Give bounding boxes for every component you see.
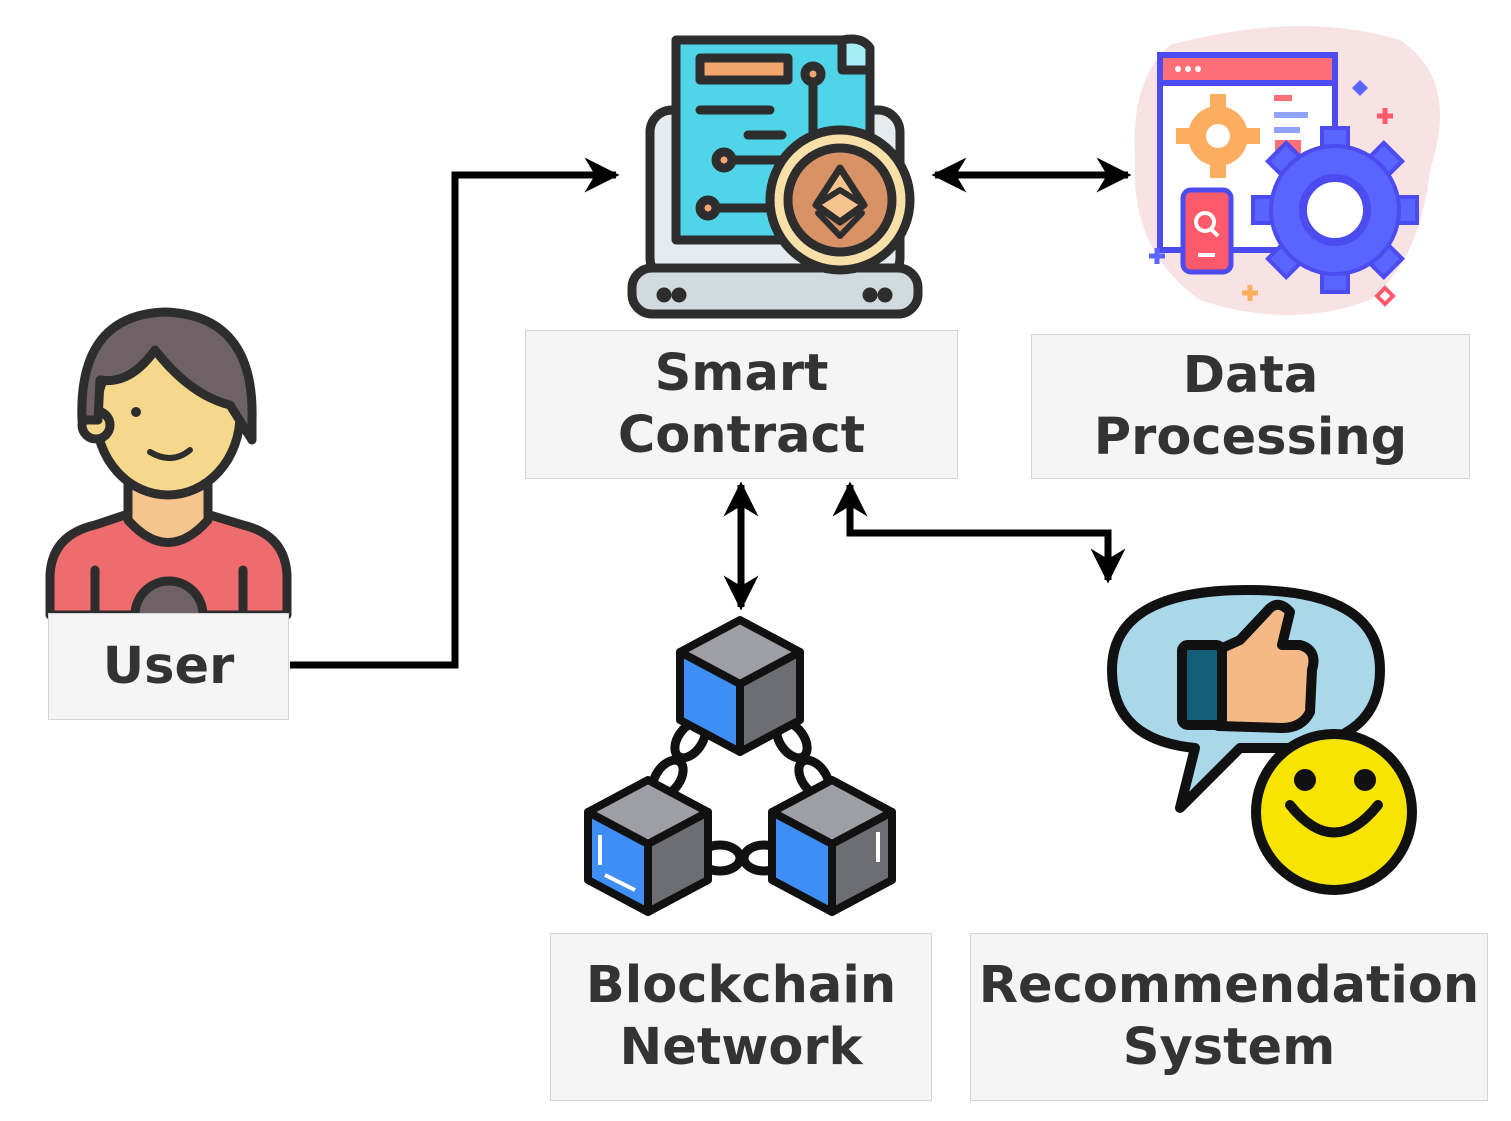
blockchain-cubes-icon — [584, 616, 896, 916]
user-avatar-icon — [45, 307, 292, 620]
user-label-box: User — [48, 613, 289, 720]
smart-contract-label-box: Smart Contract — [525, 330, 958, 479]
smart-contract-laptop-icon — [627, 34, 923, 319]
thumbs-up-smiley-icon — [1107, 585, 1417, 895]
data-processing-label-box: Data Processing — [1031, 334, 1470, 479]
smart-contract-label: Smart Contract — [617, 343, 866, 465]
blockchain-network-label-box: Blockchain Network — [550, 933, 932, 1101]
recommendation-system-label: Recommendation System — [978, 956, 1480, 1077]
user-label: User — [102, 636, 235, 696]
data-processing-label: Data Processing — [1093, 345, 1408, 467]
arrow-smart-contract-recommendation — [832, 481, 1126, 584]
data-processing-gears-icon — [1134, 26, 1440, 316]
arrow-user-to-smart-contract — [290, 157, 620, 669]
connectors — [290, 157, 1132, 669]
blockchain-network-label: Blockchain Network — [585, 956, 897, 1077]
recommendation-system-label-box: Recommendation System — [970, 933, 1488, 1101]
